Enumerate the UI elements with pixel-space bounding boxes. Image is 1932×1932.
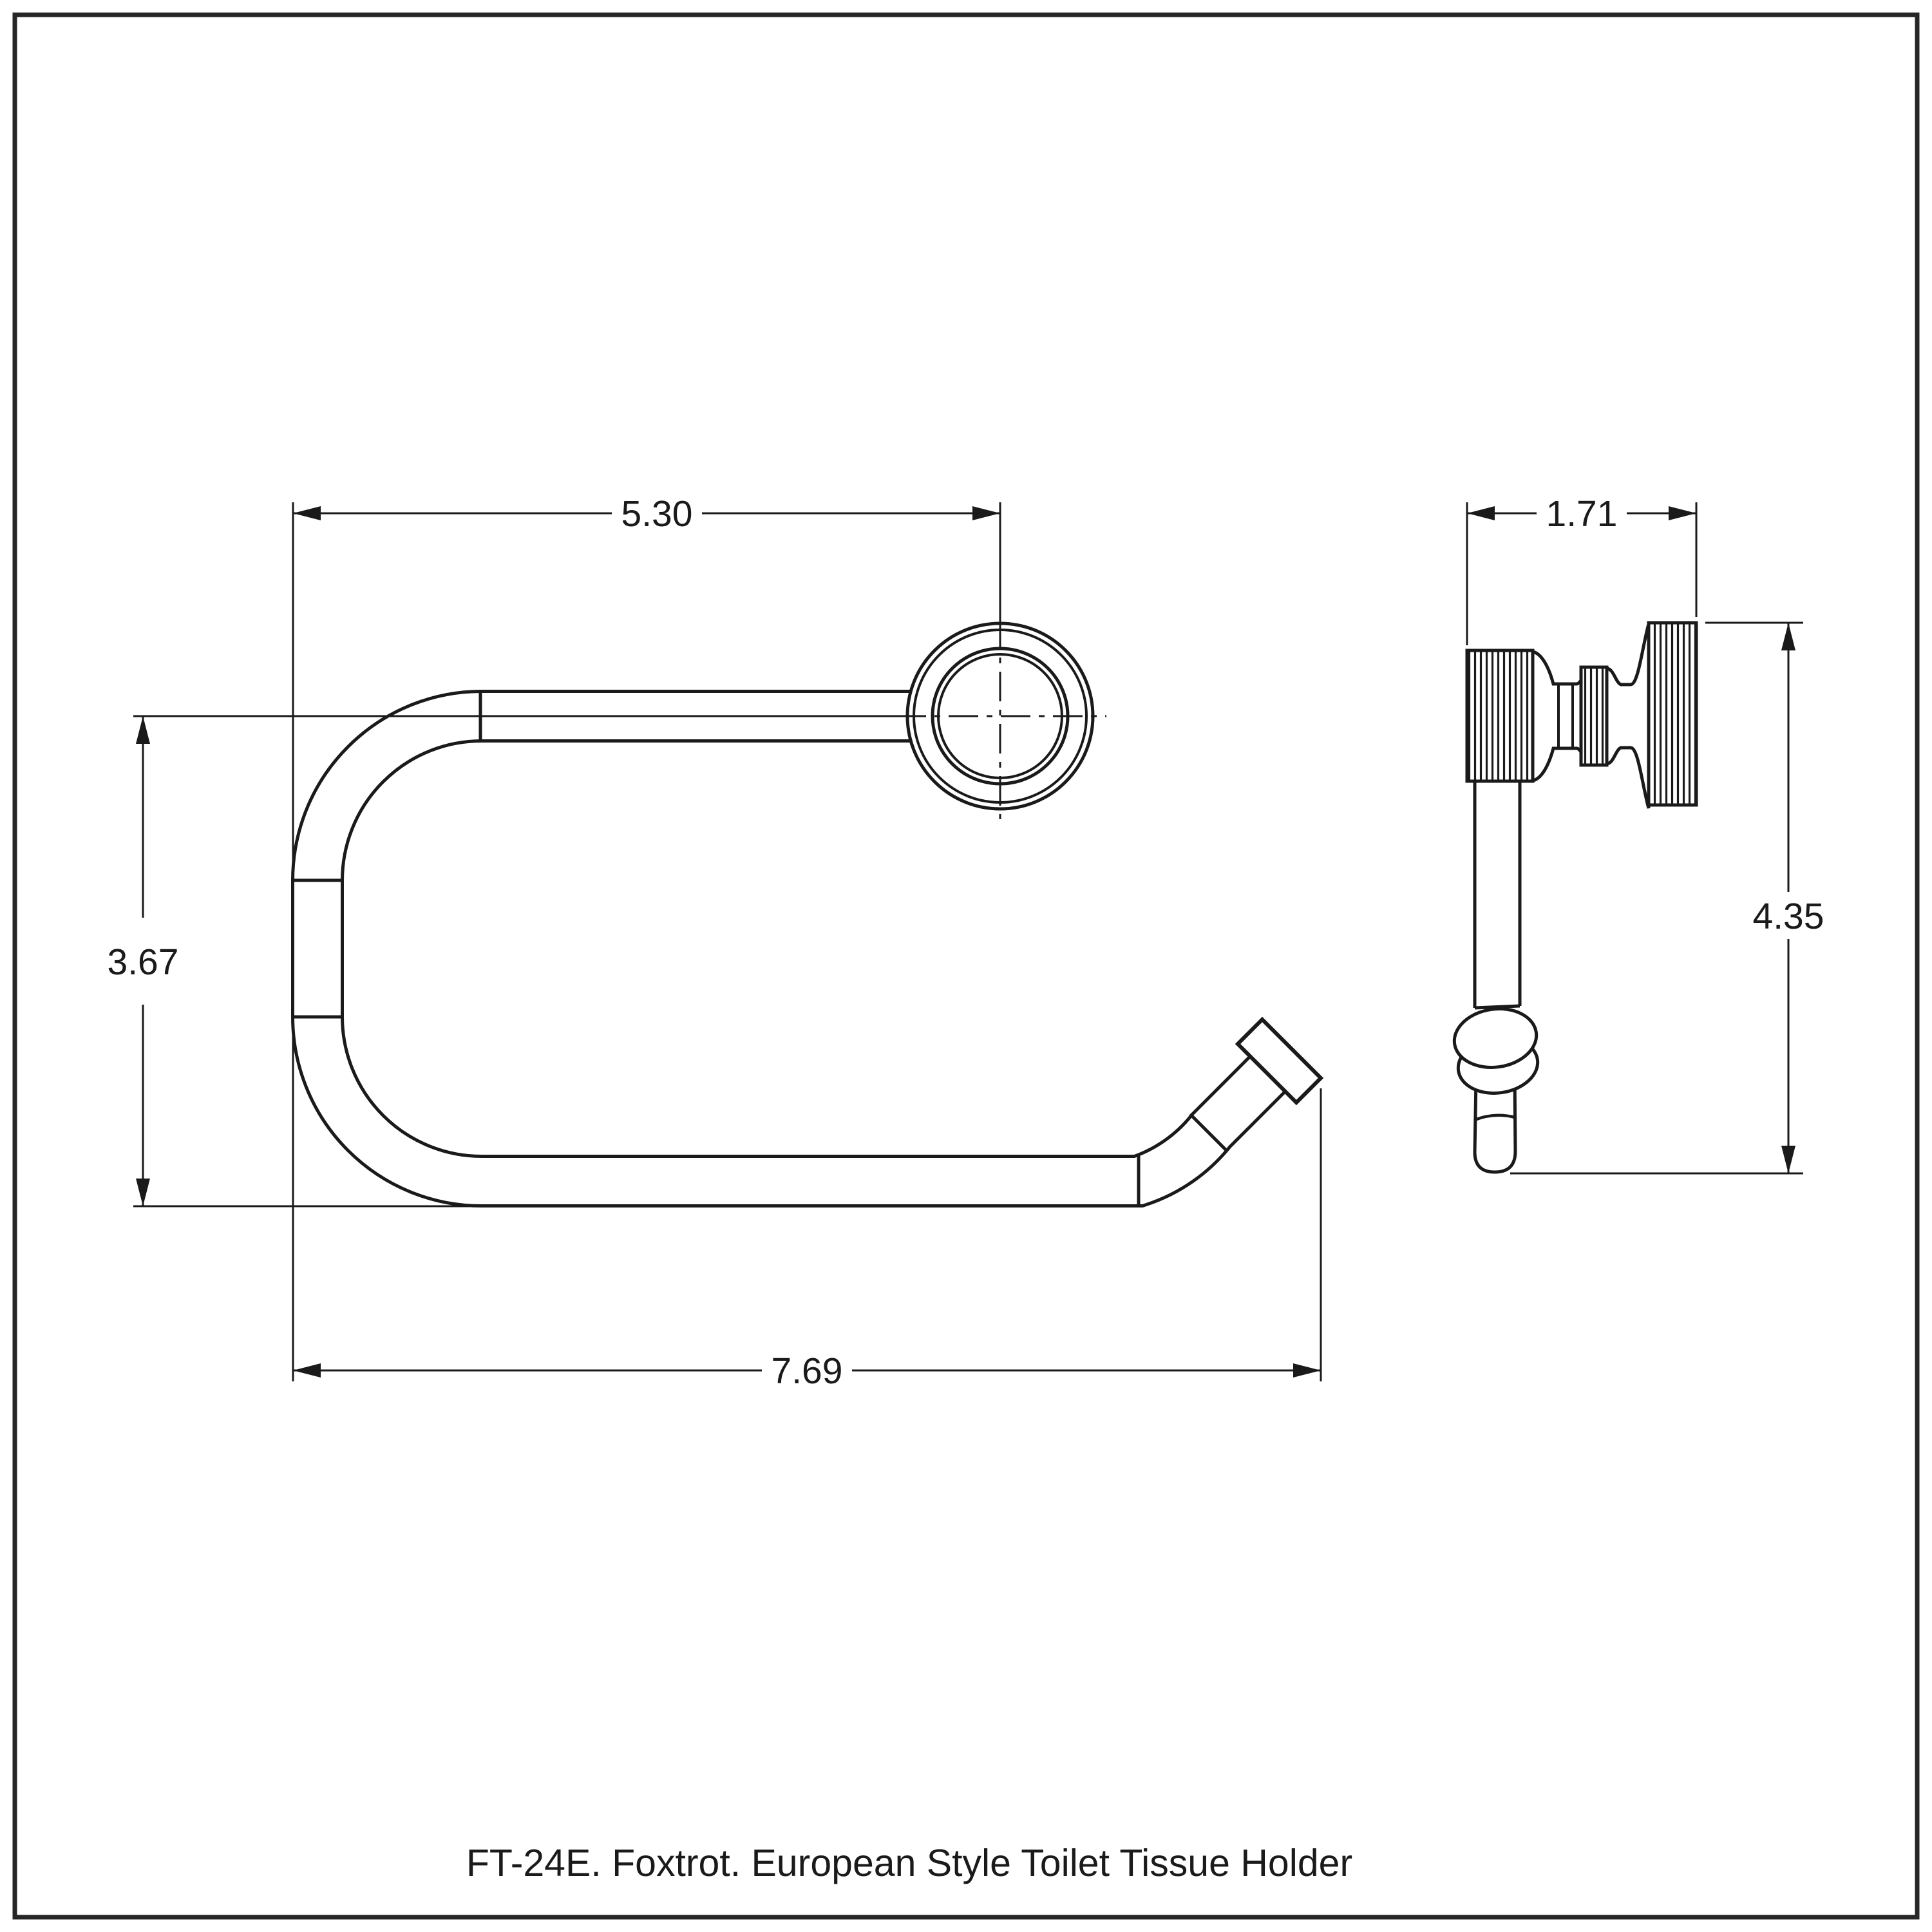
front-view: [291, 620, 1324, 1208]
neck-joints: [1557, 684, 1574, 748]
knurl-knob-outer: [1465, 649, 1535, 783]
dim-label-depth: 1.71: [1546, 493, 1618, 535]
dim-label-side-height: 4.35: [1753, 896, 1824, 937]
post-upper: [1473, 781, 1522, 1010]
end-cap-disc: [1452, 1007, 1540, 1095]
hook-end-cap: [1235, 1016, 1324, 1106]
extension-lines: [133, 502, 1803, 1381]
post-lower: [1473, 1074, 1517, 1174]
knurl-ring-small: [1579, 665, 1609, 767]
page-frame: [12, 12, 1920, 1920]
center-marks: [896, 620, 1106, 819]
dim-label-overall-width: 7.69: [772, 1350, 843, 1392]
dim-label-top-width: 5.30: [621, 493, 693, 535]
drawing-caption: FT-24E. Foxtrot. European Style Toilet T…: [466, 1842, 1352, 1884]
dim-label-height: 3.67: [108, 942, 179, 983]
post-joint-arc: [1474, 1113, 1515, 1122]
knurl-flange-wall: [1647, 621, 1698, 807]
side-view: [1452, 621, 1698, 1174]
dimension-lines: [136, 506, 1795, 1378]
